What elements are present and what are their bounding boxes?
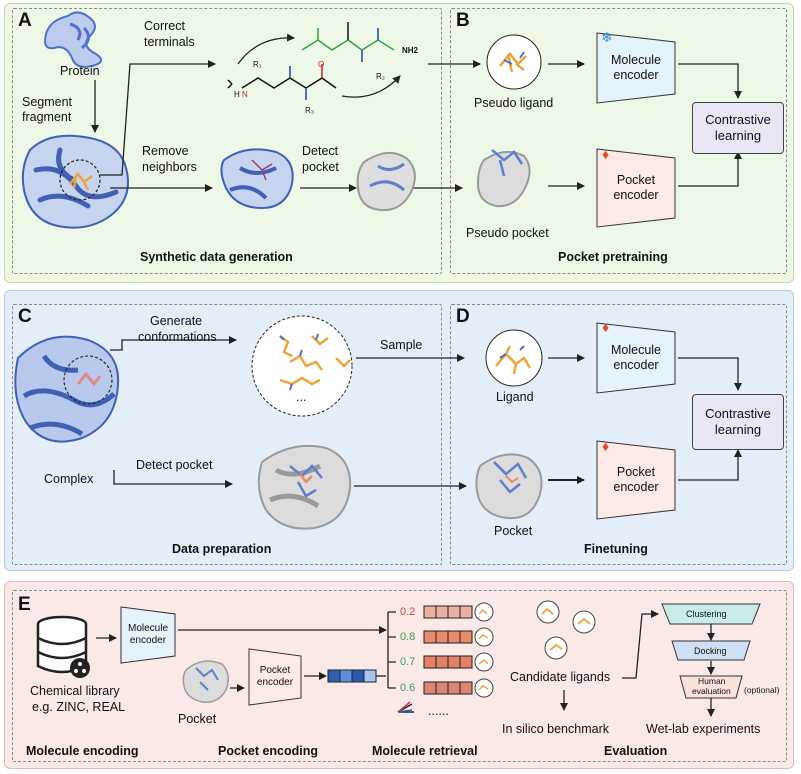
human-evaluation-label-1: Human [698,676,726,686]
chem-r1-label: R₁ [253,60,262,69]
finetuning-caption: Finetuning [584,542,648,556]
optional-label: (optional) [744,685,780,695]
chem-r2-label: R₂ [376,72,385,81]
conformations-ellipsis: ... [296,390,307,404]
fire-icon: ♦ [602,146,610,162]
score-2: 0.8 [400,631,416,643]
complex-pocket-protein [257,444,352,530]
molecule-embeddings [423,605,473,695]
generate-conformations-label-2: conformations [138,330,217,344]
detect-pocket-c-label: Detect pocket [136,458,213,472]
chem-r3-label: R₃ [305,106,315,115]
docking-stage [671,640,751,661]
fire-icon: ♦ [602,319,610,335]
pocket-embedding-vector [327,669,377,683]
score-3: 0.7 [400,656,416,668]
pocket-encoding-caption: Pocket encoding [218,744,319,758]
snowflake-icon: ❄ [601,29,613,45]
panel-letter-e: E [18,594,31,615]
ligand-label: Ligand [496,390,534,404]
small-pocket-protein [182,660,229,703]
molecule-encoding-caption: Molecule encoding [26,744,139,758]
pocket-protein [475,453,543,520]
protein-icon [44,11,103,68]
candidate-ligand-molecules [536,600,596,660]
docking-label: Docking [694,646,727,656]
panel-c-frame [12,304,442,565]
detected-pocket-protein [356,151,416,212]
pseudo-pocket-protein [476,149,531,208]
pocket-pretraining-caption: Pocket pretraining [558,250,668,264]
peptide-structure [227,22,395,100]
generate-conformations-label-1: Generate [150,314,203,328]
correct-terminals-label-2: terminals [144,35,195,49]
candidate-ligands-label: Candidate ligands [510,670,611,684]
sample-label: Sample [380,338,423,352]
human-evaluation-label-2: evaluation [692,686,731,696]
score-4: 0.6 [400,682,416,694]
conformation-molecules [279,335,351,386]
wet-lab-label: Wet-lab experiments [646,722,761,736]
panel-letter-b: B [456,10,470,31]
chem-n-label: N [242,90,248,99]
remove-neighbors-label-2: neighbors [142,160,197,174]
fire-icon: ♦ [602,438,610,454]
synthetic-data-caption: Synthetic data generation [140,250,293,264]
chem-h-label: H [234,90,240,99]
clustering-label: Clustering [686,609,727,619]
pocket-label-e: Pocket [178,712,217,726]
panel-e-frame [12,590,787,762]
chem-o-label: O [318,60,325,69]
human-evaluation-stage [679,675,743,699]
panel-letter-c: C [18,306,32,327]
pseudo-ligand-label: Pseudo ligand [474,96,554,110]
complex-protein [14,335,120,443]
molecule-retrieval-caption: Molecule retrieval [372,744,478,758]
panel-letter-d: D [456,306,470,327]
retrieved-molecules [474,602,494,698]
correct-terminals-label-1: Correct [144,19,185,33]
score-1: 0.2 [400,606,416,618]
panel-b-frame [450,8,787,274]
pseudo-pocket-label: Pseudo pocket [466,226,549,240]
neighbors-removed-protein [220,148,294,210]
detect-pocket-label-1: Detect [302,144,339,158]
detect-pocket-label-2: pocket [302,160,339,174]
protein-fragment-illustration [21,134,129,229]
data-preparation-caption: Data preparation [172,542,272,556]
complex-label: Complex [44,472,94,486]
more-molecules-ellipsis: ...... [428,704,449,718]
angle-icon [397,701,414,713]
chem-nh2-label: NH2 [402,46,419,55]
evaluation-caption: Evaluation [604,744,668,758]
chemical-library-label-1: Chemical library [30,684,120,698]
segment-fragment-label-2: fragment [22,110,72,124]
panel-d-frame [450,304,787,565]
clustering-stage [661,603,761,625]
remove-neighbors-label-1: Remove [142,144,189,158]
pocket-label-d: Pocket [494,524,533,538]
conformations-circle [251,315,353,417]
chemical-library-label-2: e.g. ZINC, REAL [32,700,126,714]
panel-letter-a: A [18,10,32,31]
ligand-molecule [495,345,532,375]
conformation-atoms [279,333,319,391]
panel-a-frame [12,8,442,274]
in-silico-benchmark-label: In silico benchmark [502,722,609,736]
database-icon [36,615,90,678]
segment-fragment-label-1: Segment [22,95,73,109]
protein-label: Protein [60,64,100,78]
